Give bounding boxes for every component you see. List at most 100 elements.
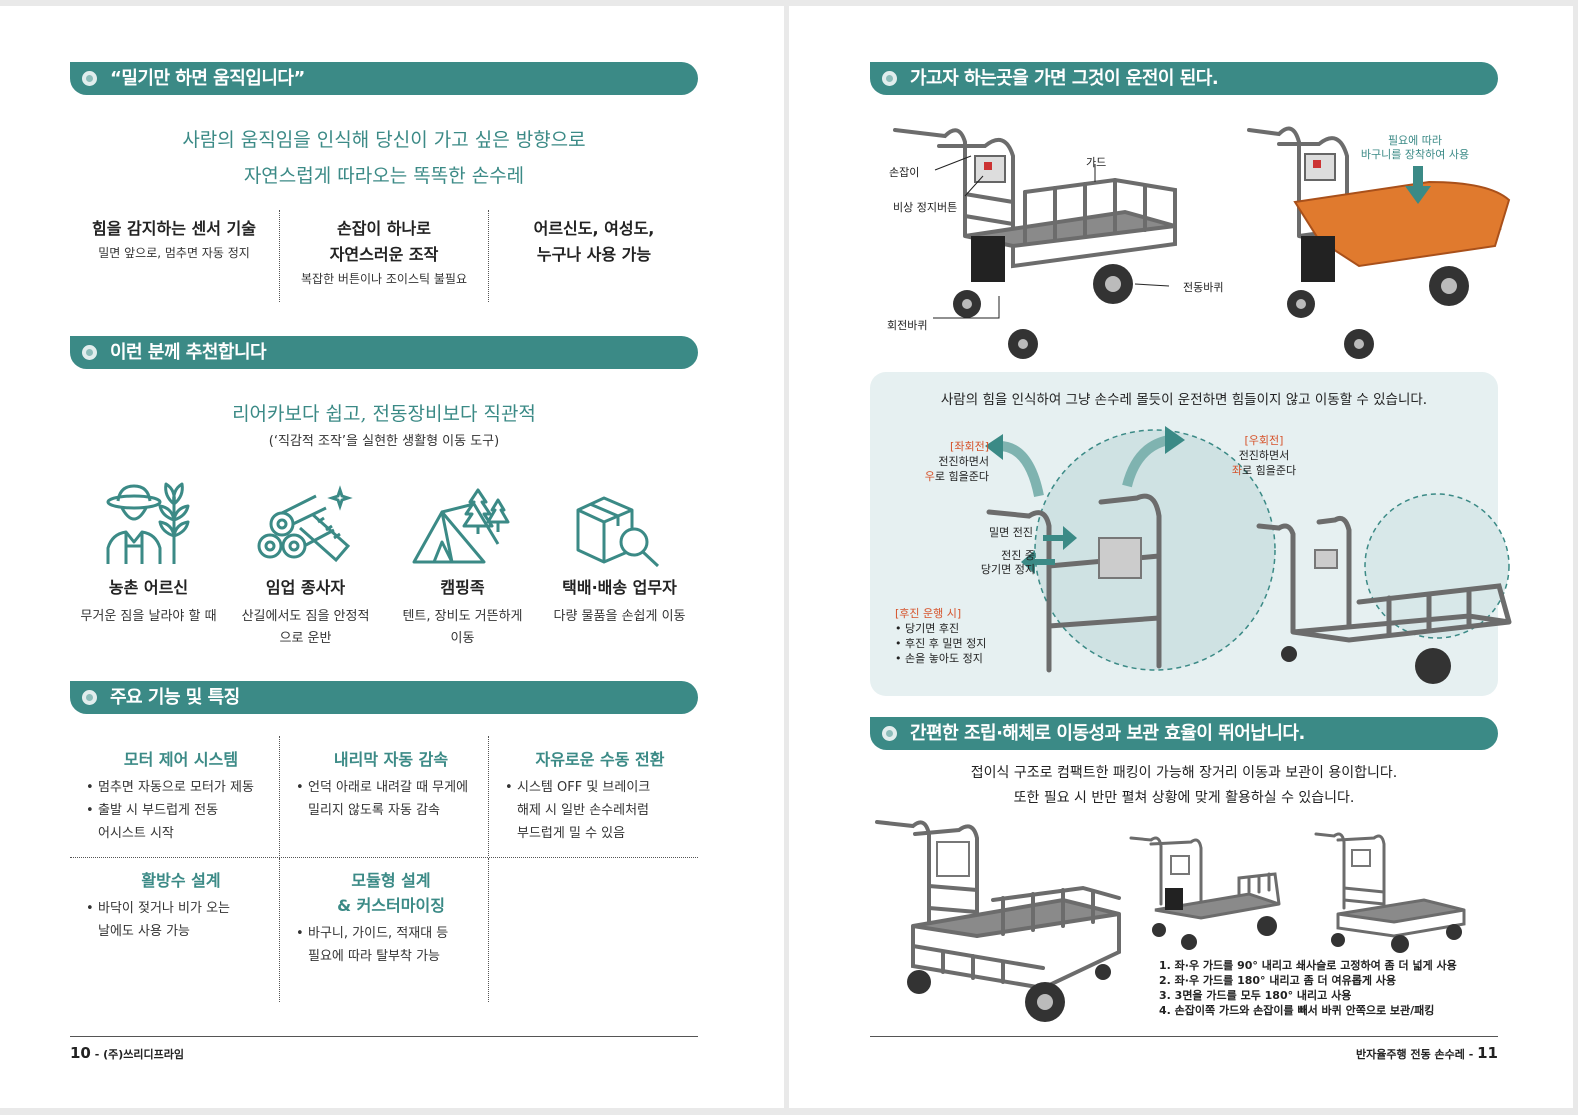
section-title: 가고자 하는곳을 가면 그것이 운전이 된다. <box>910 68 1219 89</box>
recommend-title: 택배·배송 업무자 <box>562 578 677 597</box>
assembly-note: 1. 좌·우 가드를 90° 내리고 쇄사슬로 고정하여 좀 더 넓게 사용 <box>1159 959 1457 972</box>
page-footer: 10 - (주)쓰리디프라임 <box>70 1044 184 1062</box>
lead-line-2: 자연스럽게 따라오는 똑똑한 손수레 <box>243 165 525 187</box>
divider <box>70 857 698 858</box>
section-title: 간편한 조립·해체로 이동성과 보관 효율이 뛰어납니다. <box>910 723 1305 744</box>
driving-diagram <box>985 426 1512 684</box>
feature-cell-list: 언덕 아래로 내려갈 때 무게에 밀리지 않도록 자동 감속 <box>296 776 486 822</box>
feature-title: 힘을 감지하는 센서 기술 <box>92 219 256 238</box>
feature-cell-title: 모터 제어 시스템 <box>123 750 239 769</box>
label-drive-wheel: 전동바퀴 <box>1183 281 1224 294</box>
page-footer: 반자율주행 전동 손수레 - 11 <box>1189 1044 1498 1062</box>
cart-basket-illustration <box>1247 126 1511 359</box>
reverse-title: [후진 운행 시] <box>895 607 962 620</box>
recommend-item-4: 택배·배송 업무자 다량 물품을 손쉽게 이동 <box>541 574 698 628</box>
lead-sub: (‘직감적 조작’을 실현한 생활형 이동 도구) <box>268 434 500 449</box>
bullet-icon <box>882 71 897 86</box>
recommend-item-3: 캠핑족 텐트, 장비도 거뜬하게 이동 <box>384 574 541 650</box>
section-title: “밀기만 하면 움직입니다” <box>110 68 305 89</box>
feature-title: 손잡이 하나로 <box>337 219 431 238</box>
right-turn-title: [우회전] <box>1244 434 1284 447</box>
divider <box>279 210 280 302</box>
page-number: 10 <box>70 1044 91 1062</box>
footer-rule <box>70 1036 698 1037</box>
feature-cell-title: 자유로운 수동 전환 <box>535 750 665 769</box>
feature-2: 손잡이 하나로 자연스러운 조작 복잡한 버튼이나 조이스틱 불필요 <box>280 216 488 290</box>
list-item: 멈추면 자동으로 모터가 제동 <box>86 776 276 799</box>
section-banner-3: 주요 기능 및 특징 <box>70 681 698 714</box>
left-turn-line: 전진하면서 <box>938 455 989 468</box>
cart-half-open-illustration <box>1129 836 1281 950</box>
divider <box>279 736 280 856</box>
pull-stop-line: 당기면 정지 <box>980 563 1035 576</box>
recommend-desc: 산길에서도 짐을 안정적 <box>241 609 370 624</box>
recommend-item-2: 임업 종사자 산길에서도 짐을 안정적 으로 운반 <box>227 574 384 650</box>
recommend-desc: 으로 운반 <box>279 631 332 646</box>
push-forward-label: 밀면 전진 <box>989 526 1033 539</box>
bullet-icon <box>82 690 97 705</box>
feature-title: 자연스러운 조작 <box>329 245 439 264</box>
assembly-note: 4. 손잡이쪽 가드와 손잡이를 빼서 바퀴 안쪽으로 보관/패킹 <box>1159 1004 1435 1017</box>
callout-lines <box>933 155 1170 319</box>
reverse-item: • 후진 후 밀면 정지 <box>895 637 987 650</box>
label-guard: 가드 <box>1086 156 1107 169</box>
section-title: 이런 분께 추천합니다 <box>110 342 267 363</box>
feature-cell-5: 모듈형 설계 & 커스터마이징 바구니, 가이드, 적재대 등 필요에 따라 탈… <box>296 868 486 968</box>
list-item: 시스템 OFF 및 브레이크 해제 시 일반 손수레처럼 부드럽게 밀 수 있음 <box>505 776 695 845</box>
assembly-lead-line: 접이식 구조로 컴팩트한 패킹이 가능해 장거리 이동과 보관이 용이합니다. <box>970 765 1398 781</box>
feature-cell-title: & 커스터마이징 <box>337 896 445 915</box>
bullet-icon <box>82 345 97 360</box>
direction-word: 좌 <box>1231 464 1242 477</box>
farmer-icon <box>106 482 190 564</box>
basket-note: 필요에 따라 바구니를 장착하여 사용 <box>1355 134 1475 162</box>
left-turn-note: [좌회전] 전진하면서 우로 힘을준다 <box>899 439 989 484</box>
section-banner-5: 간편한 조립·해체로 이동성과 보관 효율이 뛰어납니다. <box>870 717 1498 750</box>
recommend-desc: 다량 물품을 손쉽게 이동 <box>553 609 686 624</box>
recommend-desc: 텐트, 장비도 거뜬하게 <box>402 609 523 624</box>
section-banner-4: 가고자 하는곳을 가면 그것이 운전이 된다. <box>870 62 1498 95</box>
right-turn-line: 좌로 힘을준다 <box>1219 463 1309 478</box>
panel-caption: 사람의 힘을 인식하여 그냥 손수레 몰듯이 운전하면 힘들이지 않고 이동할 … <box>940 392 1428 408</box>
feature-cell-1: 모터 제어 시스템 멈추면 자동으로 모터가 제동 출발 시 부드럽게 전동 어… <box>86 747 276 845</box>
bullet-icon <box>882 726 897 741</box>
feature-1: 힘을 감지하는 센서 기술 밀면 앞으로, 멈추면 자동 정지 <box>70 216 278 264</box>
feature-cell-4: 활방수 설계 바닥이 젖거나 비가 오는 날에도 사용 가능 <box>86 868 276 943</box>
feature-cell-3: 자유로운 수동 전환 시스템 OFF 및 브레이크 해제 시 일반 손수레처럼 … <box>505 747 695 845</box>
recommend-title: 캠핑족 <box>440 578 485 597</box>
cart-assembled-illustration <box>875 820 1121 1022</box>
label-handle: 손잡이 <box>889 166 920 179</box>
feature-sub: 밀면 앞으로, 멈추면 자동 정지 <box>98 246 250 260</box>
feature-title: 어르신도, 여성도, <box>533 219 655 238</box>
list-item: 언덕 아래로 내려갈 때 무게에 밀리지 않도록 자동 감속 <box>296 776 486 822</box>
bullet-icon <box>82 71 97 86</box>
right-turn-line: 전진하면서 <box>1238 449 1290 462</box>
logs-icon <box>257 485 353 563</box>
pull-stop-label: 전진 중 당기면 정지 <box>969 549 1035 577</box>
feature-cell-title: 활방수 설계 <box>141 871 221 890</box>
assembly-lead: 접이식 구조로 컴팩트한 패킹이 가능해 장거리 이동과 보관이 용이합니다. … <box>870 761 1498 811</box>
feature-cell-list: 바구니, 가이드, 적재대 등 필요에 따라 탈부착 가능 <box>296 922 486 968</box>
feature-3: 어르신도, 여성도, 누구나 사용 가능 <box>490 216 698 268</box>
feature-cell-title: 내리막 자동 감속 <box>333 750 449 769</box>
direction-word: 우 <box>924 470 935 483</box>
list-item: 출발 시 부드럽게 전동 어시스트 시작 <box>86 799 276 845</box>
feature-cell-list: 바닥이 젖거나 비가 오는 날에도 사용 가능 <box>86 897 276 943</box>
feature-cell-list: 시스템 OFF 및 브레이크 해제 시 일반 손수레처럼 부드럽게 밀 수 있음 <box>505 776 695 845</box>
basket-note-line: 바구니를 장착하여 사용 <box>1360 148 1470 161</box>
divider <box>488 210 489 302</box>
arrow-down-icon <box>1405 166 1431 204</box>
cart-parts-illustration <box>893 128 1177 359</box>
product-name: 반자율주행 전동 손수레 - <box>1356 1048 1478 1061</box>
left-turn-title: [좌회전] <box>950 440 989 453</box>
assembly-note: 2. 좌·우 가드를 180° 내리고 좀 더 여유롭게 사용 <box>1159 974 1397 987</box>
label-swivel-wheel: 회전바퀴 <box>887 319 928 332</box>
divider <box>488 858 489 1002</box>
list-item: 바구니, 가이드, 적재대 등 필요에 따라 탈부착 가능 <box>296 922 486 968</box>
section-banner-2: 이런 분께 추천합니다 <box>70 336 698 369</box>
reverse-item: • 손을 놓아도 정지 <box>895 652 983 665</box>
camping-tent-icon <box>412 488 510 564</box>
direction-text: 로 힘을준다 <box>934 470 989 483</box>
reverse-note: [후진 운행 시] • 당기면 후진 • 후진 후 밀면 정지 • 손을 놓아도… <box>895 606 986 666</box>
recommend-item-1: 농촌 어르신 무거운 짐을 날라야 할 때 <box>70 574 227 628</box>
label-emergency-stop: 비상 정지버튼 <box>893 201 958 214</box>
